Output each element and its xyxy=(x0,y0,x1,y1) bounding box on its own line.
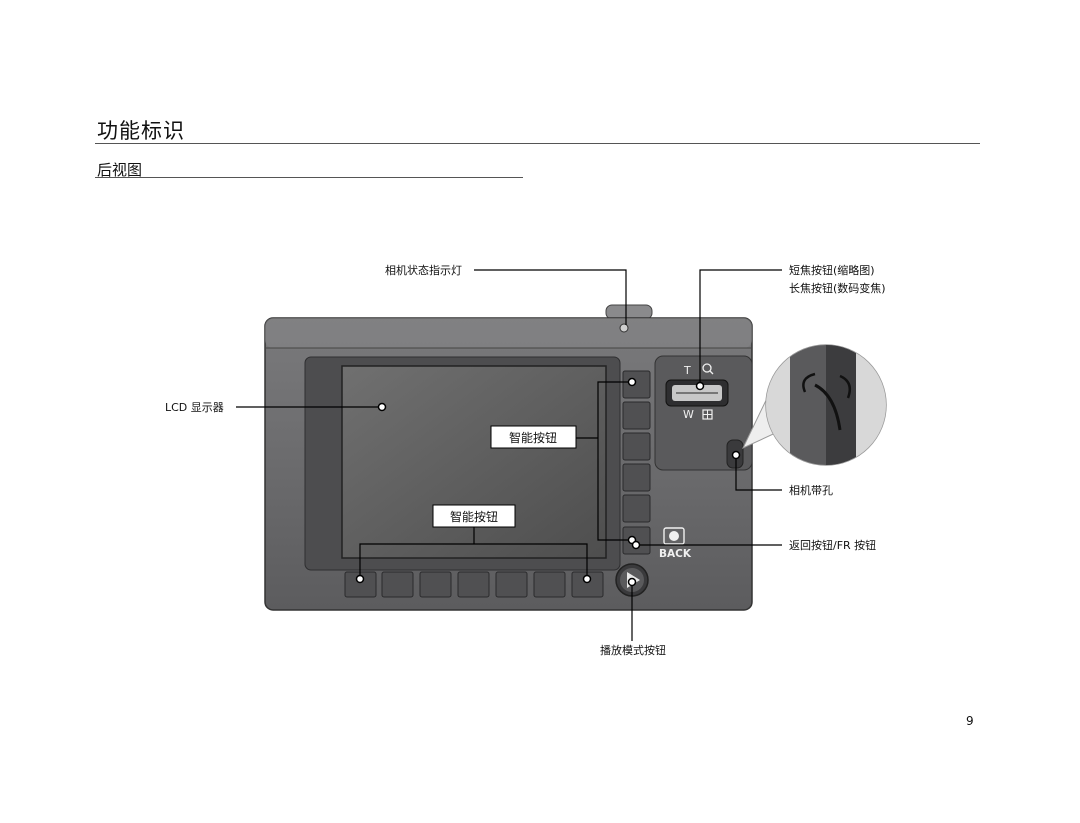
status-lamp xyxy=(619,323,629,333)
section-subtitle: 后视图 xyxy=(97,161,143,179)
subtitle-rule xyxy=(95,177,523,178)
smart-button-bottom-label: 智能按钮 xyxy=(450,509,498,524)
strap-inset xyxy=(765,344,887,466)
shutter-button xyxy=(605,304,653,320)
smart-buttons-bottom xyxy=(344,571,604,598)
smart-button-bottom-box xyxy=(432,504,516,528)
smart-buttons-right xyxy=(622,370,651,555)
back-marking: BACK xyxy=(659,548,692,560)
face-recognition-icon xyxy=(663,527,685,545)
page-title: 功能标识 xyxy=(97,119,185,143)
magnifier-icon xyxy=(702,363,714,375)
wide-button-label: 长焦按钮(数码变焦) xyxy=(789,282,886,295)
zoom-rocker xyxy=(665,379,729,407)
playback-button-label: 播放模式按钮 xyxy=(600,644,666,657)
smart-button-right-box xyxy=(490,425,577,449)
back-fr-button-label: 返回按钮/FR 按钮 xyxy=(789,539,877,552)
smart-button-right-label: 智能按钮 xyxy=(509,430,557,445)
page-number: 9 xyxy=(966,714,974,728)
lcd-label: LCD 显示器 xyxy=(165,401,224,414)
thumbnail-icon xyxy=(702,409,713,420)
status-lamp-label: 相机状态指示灯 xyxy=(385,264,462,277)
zoom-w-marking: W xyxy=(683,408,694,421)
zoom-t-marking: T xyxy=(683,364,691,377)
strap-eyelet-label: 相机带孔 xyxy=(789,484,833,497)
tele-button-label: 短焦按钮(缩略图) xyxy=(789,264,875,277)
title-rule xyxy=(95,143,980,144)
